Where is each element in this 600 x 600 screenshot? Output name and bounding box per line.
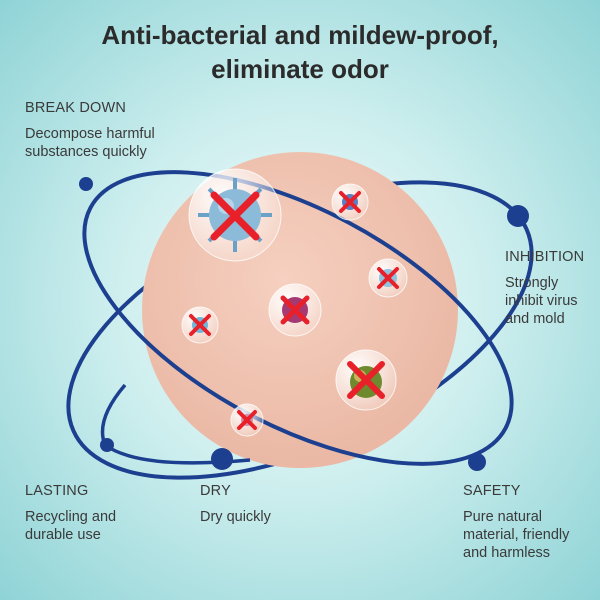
feature-description: Dry quickly bbox=[200, 509, 271, 525]
feature-heading: INHIBITION bbox=[505, 249, 585, 265]
cross-mark-icon bbox=[237, 410, 257, 430]
cross-mark-icon bbox=[280, 295, 310, 325]
feature-heading: BREAK DOWN bbox=[25, 100, 127, 116]
page-title: Anti-bacterial and mildew-proof, elimina… bbox=[0, 18, 600, 86]
cross-mark-icon bbox=[377, 267, 399, 289]
feature-description: Strongly inhibit virus and mold bbox=[505, 275, 578, 327]
cross-mark-icon bbox=[339, 191, 361, 213]
orbit-node-icon bbox=[100, 438, 114, 452]
title-line-1: Anti-bacterial and mildew-proof, bbox=[101, 20, 499, 50]
feature-description: Decompose harmful substances quickly bbox=[25, 126, 155, 160]
feature-break-down: BREAK DOWN Decompose harmful substances … bbox=[25, 99, 155, 161]
orbit-node-icon bbox=[468, 453, 486, 471]
cross-mark-icon bbox=[347, 361, 385, 399]
feature-description: Pure natural material, friendly and harm… bbox=[463, 509, 570, 561]
title-line-2: eliminate odor bbox=[211, 54, 389, 84]
feature-inhibition: INHIBITION Strongly inhibit virus and mo… bbox=[505, 248, 584, 328]
feature-description: Recycling and durable use bbox=[25, 509, 117, 543]
cross-mark-icon bbox=[189, 314, 211, 336]
feature-heading: DRY bbox=[200, 483, 231, 499]
orbit-node-icon bbox=[211, 448, 233, 470]
feature-lasting: LASTING Recycling and durable use bbox=[25, 482, 116, 544]
feature-heading: LASTING bbox=[25, 483, 89, 499]
orbit-node-icon bbox=[507, 205, 529, 227]
feature-safety: SAFETY Pure natural material, friendly a… bbox=[463, 482, 569, 562]
feature-heading: SAFETY bbox=[463, 483, 521, 499]
feature-dry: DRY Dry quickly bbox=[200, 482, 271, 526]
orbit-node-icon bbox=[79, 177, 93, 191]
cross-mark-icon bbox=[210, 191, 260, 241]
